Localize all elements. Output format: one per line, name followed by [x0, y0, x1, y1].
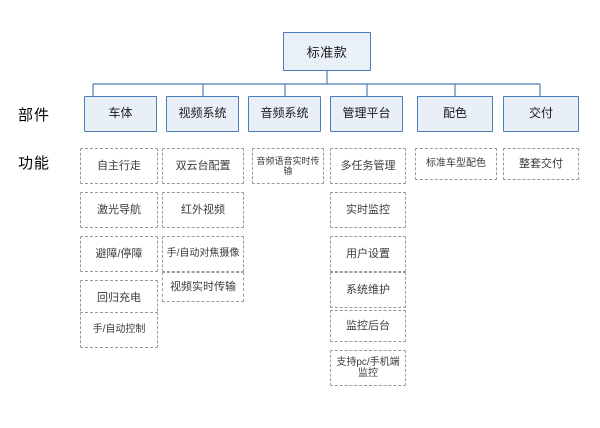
row-label-parts: 部件: [18, 107, 51, 124]
node-category-platform[interactable]: 管理平台: [330, 96, 403, 132]
node-category-audio[interactable]: 音频系统: [248, 96, 321, 132]
leaf-item[interactable]: 标准车型配色: [415, 148, 497, 180]
leaf-item[interactable]: 视频实时传输: [162, 272, 244, 302]
leaf-item[interactable]: 音频语音实时传输: [252, 148, 324, 184]
leaf-item[interactable]: 支持pc/手机端监控: [330, 350, 406, 386]
leaf-item[interactable]: 双云台配置: [162, 148, 244, 184]
node-root[interactable]: 标准款: [283, 32, 371, 71]
node-category-delivery[interactable]: 交付: [503, 96, 579, 132]
leaf-item[interactable]: 用户设置: [330, 236, 406, 272]
node-category-chet[interactable]: 车体: [84, 96, 157, 132]
leaf-item[interactable]: 多任务管理: [330, 148, 406, 184]
leaf-item[interactable]: 手/自动控制: [80, 312, 158, 348]
leaf-item[interactable]: 避障/停障: [80, 236, 158, 272]
leaf-item[interactable]: 实时监控: [330, 192, 406, 228]
row-label-functions: 功能: [18, 155, 51, 172]
node-category-color[interactable]: 配色: [417, 96, 493, 132]
leaf-item[interactable]: 激光导航: [80, 192, 158, 228]
node-category-video[interactable]: 视频系统: [166, 96, 239, 132]
leaf-item[interactable]: 系统维护: [330, 272, 406, 308]
leaf-item[interactable]: 回归充电: [80, 280, 158, 316]
leaf-item[interactable]: 自主行走: [80, 148, 158, 184]
leaf-item[interactable]: 手/自动对焦摄像: [162, 236, 244, 272]
leaf-item[interactable]: 整套交付: [503, 148, 579, 180]
leaf-item[interactable]: 监控后台: [330, 310, 406, 342]
leaf-item[interactable]: 红外视频: [162, 192, 244, 228]
